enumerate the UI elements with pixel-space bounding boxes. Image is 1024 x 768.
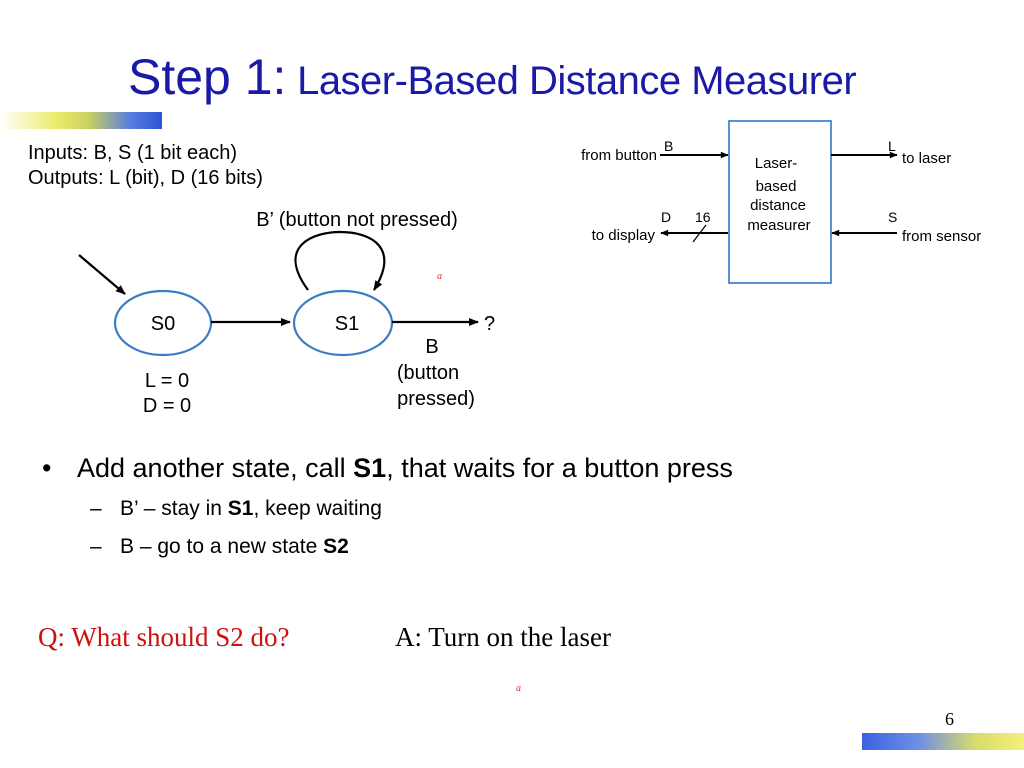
sub-bullet-1: – B’ – stay in S1, keep waiting: [90, 496, 942, 521]
sub-bullet-2-text: B – go to a new state S2: [120, 534, 349, 559]
state-s1-label: S1: [335, 313, 359, 335]
port-b-label: B: [664, 138, 673, 154]
sub-bullet-dash-icon: –: [90, 534, 102, 558]
block-line-3: distance: [750, 197, 806, 214]
bullet-dot-icon: •: [42, 453, 52, 483]
state-s0-label: S0: [151, 313, 175, 335]
bullet-main-bold: S1: [353, 453, 387, 483]
sub-bullet-dash-icon: –: [90, 497, 102, 521]
block-line-1: Laser-: [755, 155, 798, 172]
diagram-annotation-mark: a: [437, 271, 442, 282]
sub-bullet-1-bold: S1: [227, 497, 254, 521]
initial-state-arrow: [78, 254, 126, 295]
slide-title: Step 1: Laser-Based Distance Measurer: [128, 49, 857, 105]
title-step: Step 1:: [128, 49, 287, 105]
question-text: Q: What should S2 do?: [38, 622, 290, 652]
exit-label-line-2: (button: [397, 362, 459, 384]
accent-bar-bottom: [862, 733, 1024, 750]
sub-bullet-2: – B – go to a new state S2: [90, 534, 942, 559]
measurer-block: [728, 120, 832, 284]
bus-width-slash: [692, 224, 707, 243]
port-b-desc: from button: [581, 147, 657, 164]
s1-self-loop: [294, 230, 386, 291]
outputs-text: Outputs: L (bit), D (16 bits): [28, 167, 263, 189]
sub-bullet-2-prefix: B – go to a new state: [120, 534, 324, 558]
page-number: 6: [945, 709, 954, 729]
port-s-desc: from sensor: [902, 228, 981, 245]
port-l-label: L: [888, 138, 896, 154]
sub-bullet-1-suffix: , keep waiting: [253, 497, 382, 521]
port-l-desc: to laser: [902, 150, 951, 167]
exit-target-label: ?: [484, 313, 495, 335]
self-loop-label: B’ (button not pressed): [256, 209, 458, 231]
port-d-desc: to display: [592, 227, 656, 244]
answer-text: A: Turn on the laser: [395, 622, 611, 652]
bullet-list: • Add another state, call S1, that waits…: [42, 452, 942, 559]
s0-output-d: D = 0: [143, 395, 191, 417]
fsm-and-block-diagram: B’ (button not pressed) S0 S1 ? B (butto…: [78, 120, 981, 417]
port-s-label: S: [888, 209, 897, 225]
bus-width-label: 16: [695, 209, 711, 225]
answer-annotation-mark: a: [516, 683, 521, 694]
block-line-4: measurer: [747, 217, 810, 234]
sub-bullet-1-prefix: B’ – stay in: [120, 497, 228, 521]
exit-label-line-3: pressed): [397, 388, 475, 410]
sub-bullet-2-bold: S2: [323, 534, 349, 558]
inputs-text: Inputs: B, S (1 bit each): [28, 142, 237, 164]
accent-bar-top: [0, 112, 162, 129]
bullet-main-suffix: , that waits for a button press: [386, 453, 733, 483]
port-d-label: D: [661, 209, 671, 225]
block-line-2: based: [756, 178, 797, 195]
s0-output-l: L = 0: [145, 370, 189, 392]
bullet-main-text: Add another state, call S1, that waits f…: [77, 452, 733, 484]
sub-bullet-1-text: B’ – stay in S1, keep waiting: [120, 496, 382, 521]
title-text: Laser-Based Distance Measurer: [286, 59, 857, 103]
exit-label-line-1: B: [425, 336, 438, 358]
bullet-main: • Add another state, call S1, that waits…: [42, 452, 942, 484]
bullet-main-prefix: Add another state, call: [77, 453, 354, 483]
